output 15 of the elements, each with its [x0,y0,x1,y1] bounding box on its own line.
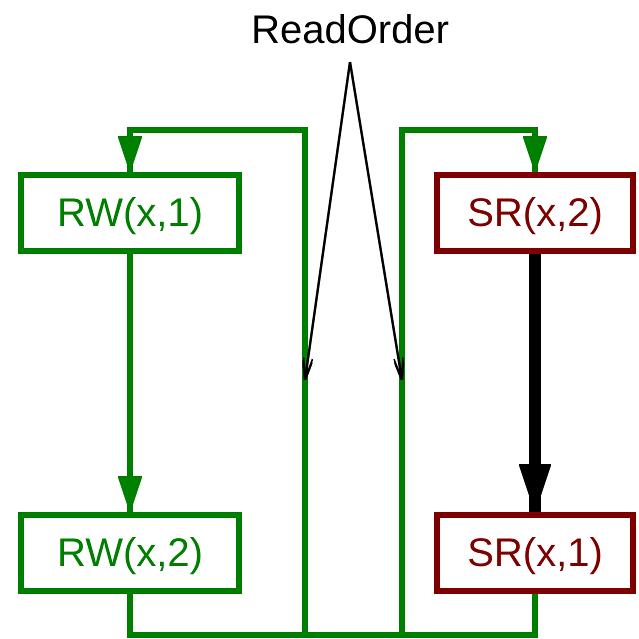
box-label: SR(x,2) [467,190,603,236]
leader-line [348,62,405,382]
arrow [118,127,308,638]
process-box [434,172,636,254]
box-label: RW(x,2) [57,530,203,576]
arrow [518,254,552,512]
leader-line [302,62,352,382]
arrow [399,127,548,638]
process-box [18,512,242,594]
box-label: SR(x,1) [467,530,603,576]
annotation-label: ReadOrder [220,4,480,56]
arrow [118,254,142,512]
box-label: RW(x,1) [57,190,203,236]
process-box [18,172,242,254]
process-box [434,512,636,594]
